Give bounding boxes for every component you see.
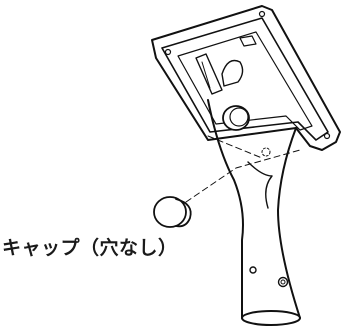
stem-cap-hole-cap: [222, 105, 250, 131]
arch-feature: [221, 59, 244, 87]
assembly-line: [185, 149, 301, 203]
cap-callout-label: キャップ（穴なし）: [2, 237, 178, 259]
pipe-hole: [280, 279, 286, 285]
base-plate-rim: [161, 17, 329, 141]
stem-cap-hole-cap-face: [229, 107, 249, 127]
bracket-stem: [207, 99, 301, 319]
pipe-opening: [241, 310, 301, 326]
pipe-hole: [277, 276, 289, 288]
screw-hole: [258, 10, 266, 18]
assembly-line: [207, 135, 263, 159]
slot-feature: [201, 61, 211, 89]
loose-cap-rim: [175, 198, 192, 228]
screw-hole: [323, 132, 331, 140]
base-plate-recess: [177, 31, 313, 131]
screw-hole: [164, 48, 172, 56]
hidden-hole: [261, 147, 271, 157]
slot-feature: [195, 53, 223, 95]
notch-feature: [239, 35, 257, 47]
pipe-hole: [249, 266, 257, 274]
stem-contour: [247, 161, 273, 209]
loose-cap-body: [153, 196, 187, 228]
